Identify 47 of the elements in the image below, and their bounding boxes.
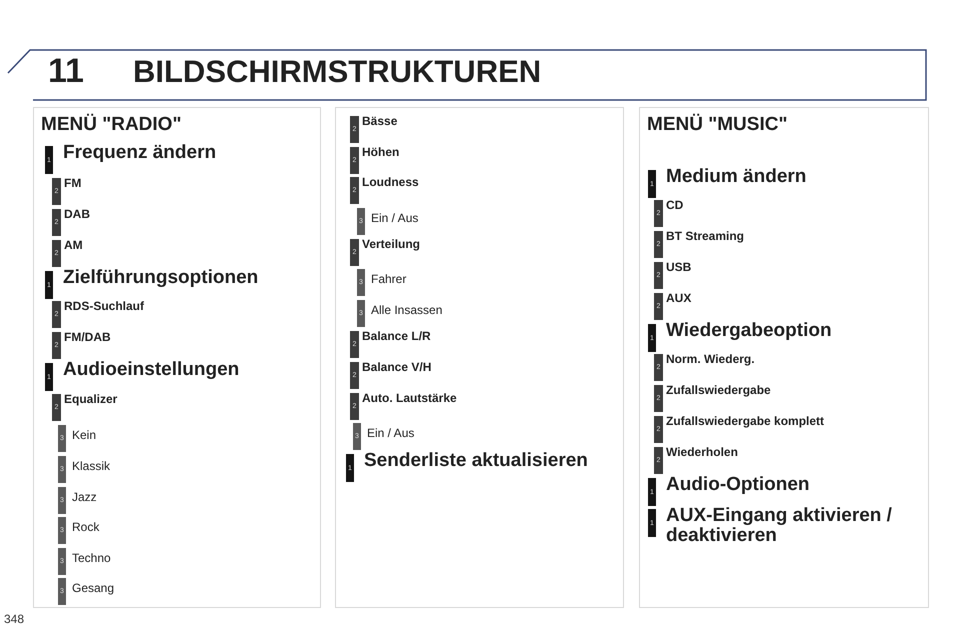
menu-panel bbox=[33, 107, 321, 608]
menu-item: Auto. Lautstärke bbox=[362, 390, 458, 406]
menu-item: DAB bbox=[64, 206, 91, 222]
menu-item: USB bbox=[666, 259, 692, 275]
menu-item: Zufallswiedergabe bbox=[666, 382, 772, 398]
menu-item: RDS-Suchlauf bbox=[64, 298, 146, 314]
menu-item: CD bbox=[666, 197, 684, 213]
menu-heading: Medium ändern bbox=[666, 167, 808, 187]
submenu-item: Ein / Aus bbox=[371, 210, 420, 226]
submenu-item: Ein / Aus bbox=[367, 425, 416, 441]
menu-item: AUX bbox=[666, 290, 692, 306]
submenu-item: Fahrer bbox=[371, 271, 408, 287]
chapter-number: 11 bbox=[48, 52, 84, 91]
submenu-item: Kein bbox=[72, 427, 98, 443]
menu-item: AM bbox=[64, 237, 84, 253]
menu-heading: Audio-Optionen bbox=[666, 475, 811, 495]
menu-heading: Frequenz ändern bbox=[63, 143, 218, 163]
submenu-item: Jazz bbox=[72, 489, 98, 505]
menu-item: BT Streaming bbox=[666, 228, 746, 244]
menu-item: Balance V/H bbox=[362, 359, 432, 375]
page-title: BILDSCHIRMSTRUKTUREN bbox=[133, 54, 542, 90]
menu-item: Zufallswiedergabe komplett bbox=[666, 413, 826, 429]
menu-panel bbox=[335, 107, 624, 608]
menu-heading: Audioeinstellungen bbox=[63, 360, 240, 380]
submenu-item: Klassik bbox=[72, 458, 112, 474]
submenu-item: Alle Insassen bbox=[371, 302, 444, 318]
menu-item: Equalizer bbox=[64, 391, 118, 407]
menu-item: Verteilung bbox=[362, 236, 422, 252]
menu-heading: Senderliste aktualisieren bbox=[364, 451, 589, 471]
menu-item: Loudness bbox=[362, 174, 420, 190]
submenu-item: Rock bbox=[72, 519, 100, 535]
submenu-item: Gesang bbox=[72, 580, 116, 596]
menu-heading: Wiedergabeoption bbox=[666, 321, 833, 341]
menu-item: Bässe bbox=[362, 113, 398, 129]
submenu-item: Techno bbox=[72, 550, 112, 566]
menu-item: Wiederholen bbox=[666, 444, 739, 460]
menu-item: Norm. Wiederg. bbox=[666, 351, 756, 367]
menu-panel bbox=[639, 107, 929, 608]
page-number: 348 bbox=[4, 612, 24, 626]
menu-item: Balance L/R bbox=[362, 328, 432, 344]
panel-heading: MENÜ "RADIO" bbox=[41, 114, 182, 136]
menu-item: Höhen bbox=[362, 144, 400, 160]
menu-heading: AUX-Eingang aktivieren / deaktivieren bbox=[666, 506, 893, 546]
menu-heading: Zielführungsoptionen bbox=[63, 268, 260, 288]
menu-item: FM bbox=[64, 175, 82, 191]
panel-heading: MENÜ "MUSIC" bbox=[647, 114, 788, 136]
menu-item: FM/DAB bbox=[64, 329, 112, 345]
